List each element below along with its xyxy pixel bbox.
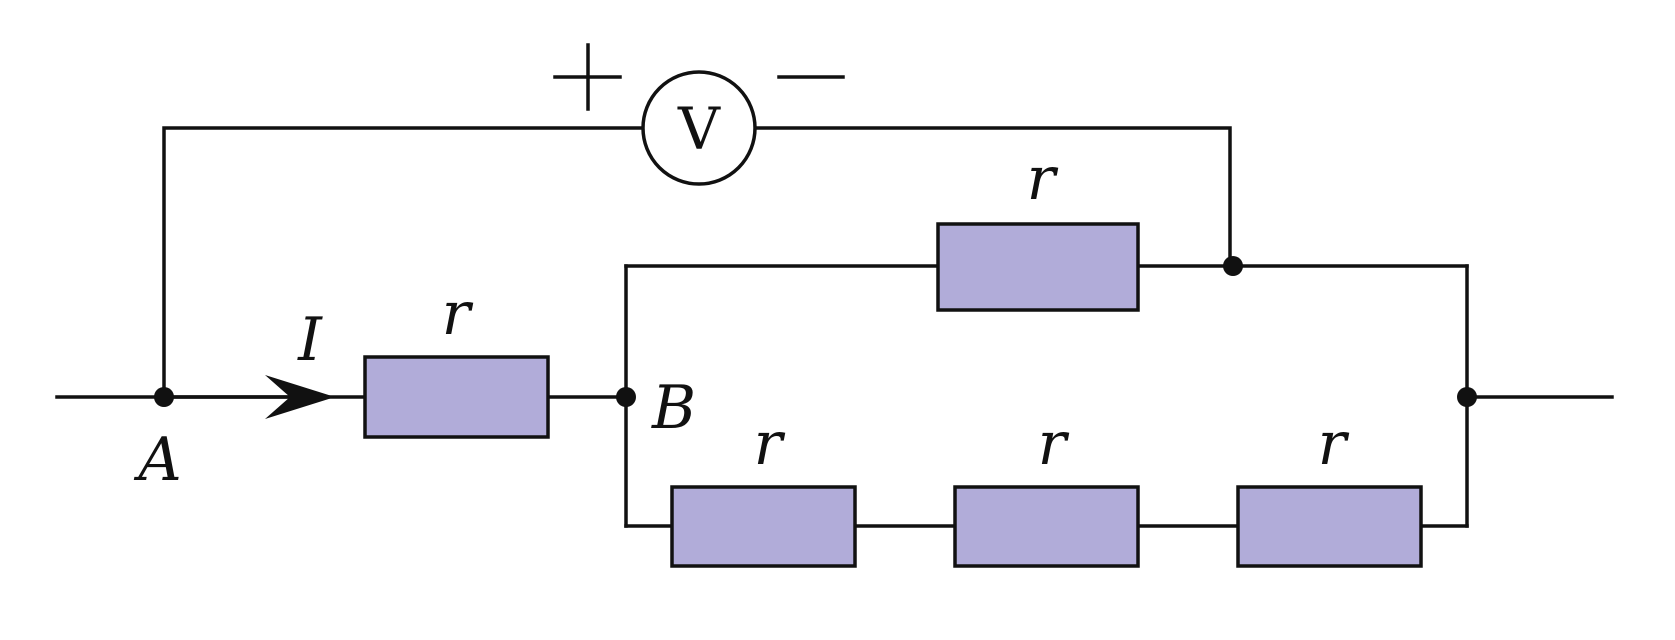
- current-arrow: [162, 375, 335, 419]
- resistor-lower-2: [953, 485, 1140, 568]
- voltmeter: V: [553, 43, 845, 186]
- node-a: [154, 387, 174, 407]
- voltmeter-circle: [641, 70, 757, 186]
- junction-nodes: [154, 256, 1477, 407]
- label-resistor-lower-2: r: [1038, 409, 1070, 479]
- label-node-a: A: [133, 425, 181, 495]
- resistor-lower-3: [1236, 485, 1423, 568]
- arrow-head-icon: [265, 375, 335, 419]
- label-current: I: [297, 305, 323, 375]
- node-b: [616, 387, 636, 407]
- resistors: [363, 222, 1423, 568]
- wire-voltmeter-left: [162, 126, 645, 399]
- label-resistor-lower-3: r: [1318, 409, 1350, 479]
- voltmeter-plus-sign: [553, 43, 622, 111]
- resistor-upper-branch: [936, 222, 1140, 312]
- label-resistor-lower-1: r: [754, 409, 786, 479]
- wire-voltmeter-right: [753, 126, 1232, 268]
- label-resistor-series: r: [442, 279, 474, 349]
- label-node-b: B: [651, 373, 696, 443]
- resistor-series: [363, 355, 550, 439]
- label-resistor-upper: r: [1027, 144, 1059, 214]
- voltmeter-symbol: V: [677, 95, 721, 163]
- node-right: [1457, 387, 1477, 407]
- wires: [55, 126, 1614, 528]
- resistor-lower-1: [670, 485, 857, 568]
- labels: I A B r r r r r: [133, 144, 1349, 495]
- node-voltmeter-tap: [1223, 256, 1243, 276]
